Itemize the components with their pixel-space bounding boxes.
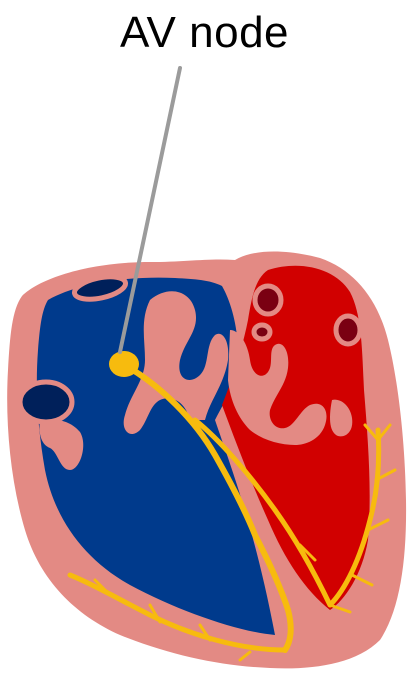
pulmonary-vein-opening-2 <box>254 325 270 339</box>
pulmonary-vein-opening-3 <box>336 316 360 344</box>
pulmonary-vein-opening-1 <box>255 286 281 314</box>
inferior-vena-cava-opening <box>20 382 72 422</box>
av-node <box>109 351 139 377</box>
